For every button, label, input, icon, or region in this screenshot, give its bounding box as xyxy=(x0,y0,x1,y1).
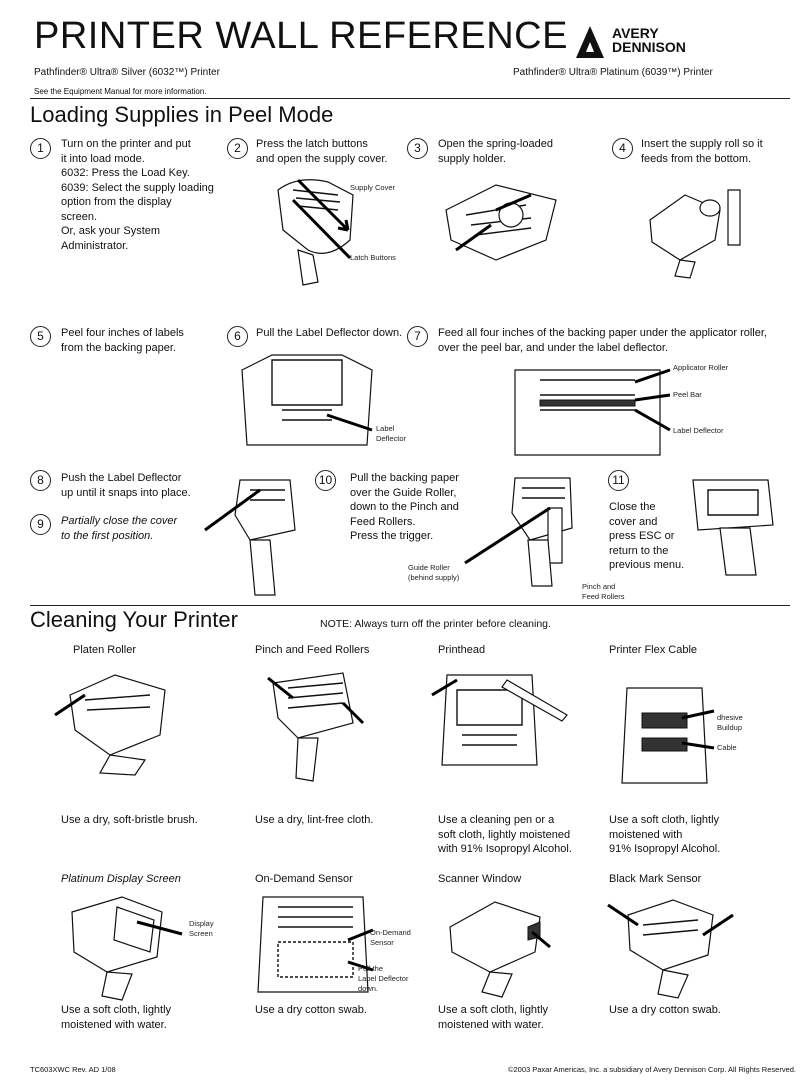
page-title: PRINTER WALL REFERENCE xyxy=(34,15,568,57)
avery-dennison-logo xyxy=(576,26,604,58)
step-1-number: 1 xyxy=(30,138,51,159)
on-demand-sensor-illustration xyxy=(257,896,374,993)
step-6-text: Pull the Label Deflector down. xyxy=(256,327,403,339)
latch-buttons-label: Latch Buttons xyxy=(350,253,396,262)
black-mark-sensor-instruction: Use a dry cotton swab. xyxy=(609,1004,721,1016)
label-deflector-7-label: Label Deflector xyxy=(673,426,724,435)
pinch-feed-label: Pinch and Feed Rollers xyxy=(582,582,625,601)
cleaning-section-title: Cleaning Your Printer xyxy=(30,607,238,632)
platen-roller-title: Platen Roller xyxy=(73,644,136,656)
flex-cable-title: Printer Flex Cable xyxy=(609,644,698,656)
step-8-number: 8 xyxy=(30,470,51,491)
label-deflector-label: Label Deflector xyxy=(376,424,407,443)
flex-cable-instruction: Use a soft cloth, lightly moistened with… xyxy=(609,814,721,855)
on-demand-sensor-instruction: Use a dry cotton swab. xyxy=(255,1004,367,1016)
peel-bar-label: Peel Bar xyxy=(673,390,702,399)
copyright: ©2003 Paxar Americas, Inc. a subsidiary … xyxy=(507,1065,796,1074)
adhesive-buildup-label: dhesive Buildup xyxy=(717,713,743,732)
cable-label: Cable xyxy=(717,743,737,752)
closed-printer-illustration xyxy=(692,479,774,576)
display-screen-illustration xyxy=(71,896,183,1001)
pinch-feed-rollers-title: Pinch and Feed Rollers xyxy=(255,644,370,656)
label-deflector-illustration xyxy=(241,354,373,446)
step-10-number: 10 xyxy=(315,470,336,491)
step-3-text: Open the spring-loaded supply holder. xyxy=(438,138,553,165)
pinch-feed-rollers-instruction: Use a dry, lint-free cloth. xyxy=(255,814,374,826)
pinch-feed-rollers-illustration xyxy=(267,672,365,782)
scanner-window-instruction: Use a soft cloth, lightly moistened with… xyxy=(438,1004,549,1031)
close-cover-illustration xyxy=(204,479,296,596)
applicator-roller-label: Applicator Roller xyxy=(673,363,729,372)
display-screen-title: Platinum Display Screen xyxy=(61,873,181,885)
step-4-text: Insert the supply roll so it feeds from … xyxy=(641,138,763,165)
step-9-text: Partially close the cover to the first p… xyxy=(61,515,178,542)
section-divider xyxy=(30,605,790,606)
printhead-title: Printhead xyxy=(438,644,486,656)
printer-open-cover-illustration xyxy=(277,178,354,286)
step-2-number: 2 xyxy=(227,138,248,159)
silver-model-label: Pathfinder® Ultra® Silver (6032™) Printe… xyxy=(34,67,220,78)
step-9-number: 9 xyxy=(30,514,51,535)
scanner-window-title: Scanner Window xyxy=(438,873,522,885)
step-2-text: Press the latch buttons and open the sup… xyxy=(256,138,388,165)
printhead-instruction: Use a cleaning pen or a soft cloth, ligh… xyxy=(438,814,572,855)
scanner-window-illustration xyxy=(449,901,551,998)
step-7-text: Feed all four inches of the backing pape… xyxy=(438,327,767,354)
header-divider xyxy=(30,98,790,99)
pull-deflector-label: Pull the Label Deflector down. xyxy=(358,964,409,993)
cleaning-note: NOTE: Always turn off the printer before… xyxy=(320,618,551,630)
step-1-text: Turn on the printer and put it into load… xyxy=(61,138,214,252)
platen-roller-instruction: Use a dry, soft-bristle brush. xyxy=(61,814,198,826)
brand-name: AVERY DENNISON xyxy=(612,25,686,55)
step-7-number: 7 xyxy=(407,326,428,347)
supply-holder-illustration xyxy=(445,184,557,261)
step-3-number: 3 xyxy=(407,138,428,159)
step-8-text: Push the Label Deflector up until it sna… xyxy=(61,472,191,499)
step-11-text: Close the cover and press ESC or return … xyxy=(609,501,685,571)
step-5-number: 5 xyxy=(30,326,51,347)
display-screen-label: Display Screen xyxy=(189,919,214,938)
flex-cable-illustration xyxy=(621,687,715,784)
guide-roller-label: Guide Roller (behind supply) xyxy=(408,563,460,582)
step-6-number: 6 xyxy=(227,326,248,347)
on-demand-sensor-title: On-Demand Sensor xyxy=(255,873,353,885)
loading-section-title: Loading Supplies in Peel Mode xyxy=(30,102,334,127)
backing-paper-feed-illustration xyxy=(514,368,671,456)
supply-cover-label: Supply Cover xyxy=(350,183,396,192)
step-10-text: Pull the backing paper over the Guide Ro… xyxy=(350,472,459,542)
see-manual-note: See the Equipment Manual for more inform… xyxy=(34,87,207,96)
step-5-text: Peel four inches of labels from the back… xyxy=(61,327,184,354)
black-mark-sensor-illustration xyxy=(607,899,734,999)
document-code: TC603XWC Rev. AD 1/08 xyxy=(30,1065,116,1074)
black-mark-sensor-title: Black Mark Sensor xyxy=(609,873,702,885)
printhead-illustration xyxy=(431,674,568,766)
platinum-model-label: Pathfinder® Ultra® Platinum (6039™) Prin… xyxy=(513,67,713,78)
insert-roll-illustration xyxy=(649,189,741,279)
display-screen-instruction: Use a soft cloth, lightly moistened with… xyxy=(61,1004,172,1031)
step-11-number: 11 xyxy=(608,470,629,491)
guide-roller-illustration xyxy=(464,477,573,587)
on-demand-sensor-label: On-Demand Sensor xyxy=(370,928,411,947)
step-4-number: 4 xyxy=(612,138,633,159)
platen-roller-illustration xyxy=(54,674,166,776)
